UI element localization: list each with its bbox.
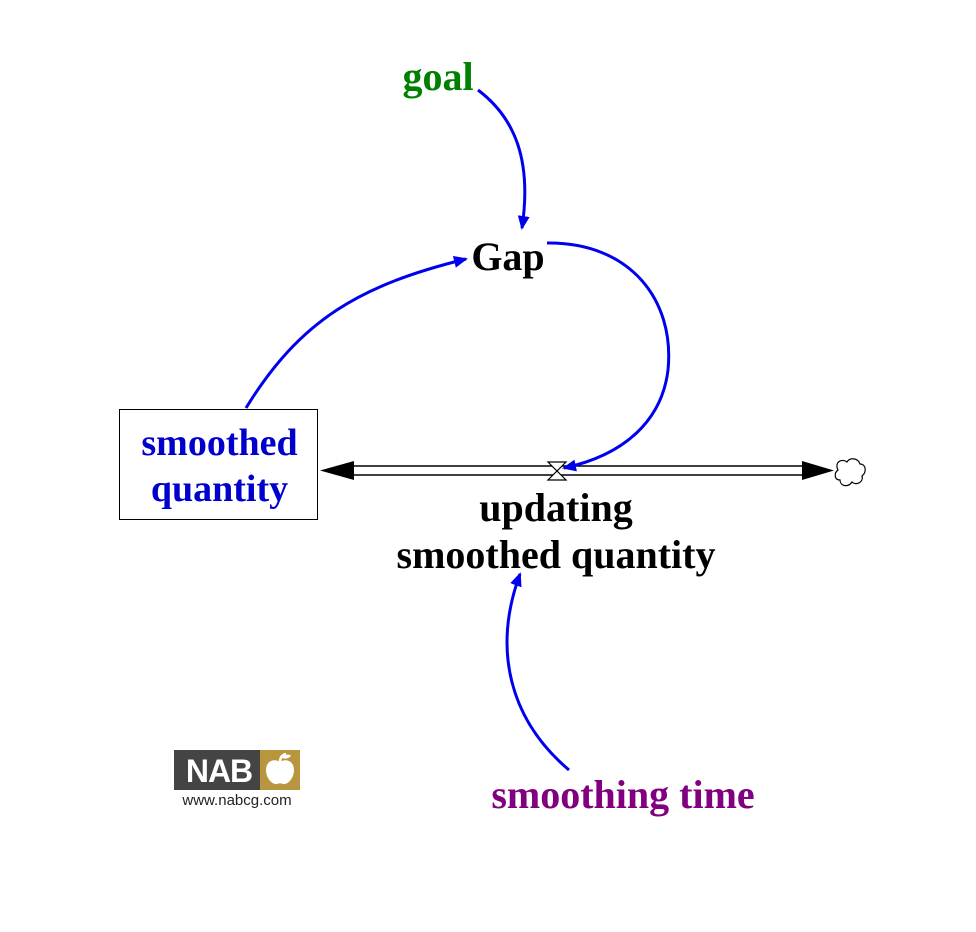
stock-smoothed-quantity: smoothed quantity: [119, 409, 318, 520]
logo-url: www.nabcg.com: [182, 792, 292, 809]
goal-label: goal: [402, 54, 474, 99]
flow-arrowhead-into-stock: [320, 461, 354, 480]
smoothing-time-label: smoothing time: [491, 772, 755, 817]
logo-gold-box: [260, 750, 300, 790]
apple-icon: [266, 752, 294, 785]
smoothing-time-variable: smoothing time: [470, 772, 776, 818]
link-smoothing-time-to-flow: [505, 572, 570, 772]
stock-label: smoothed quantity: [120, 420, 319, 512]
logo-dark-box: [174, 750, 272, 790]
flow-label-line1: updating: [479, 485, 633, 530]
flow-updating-smoothed-quantity: updating smoothed quantity: [366, 484, 746, 578]
gap-variable: Gap: [471, 234, 545, 279]
stock-label-line1: smoothed: [141, 422, 298, 464]
nab-logo: NAB www.nabcg.com: [174, 750, 300, 812]
link-gap-to-flow: [546, 241, 671, 472]
flow-pipe: [340, 465, 812, 476]
valve-icon: [546, 461, 568, 481]
flow-arrowhead-to-cloud: [802, 461, 834, 480]
link-goal-to-gap: [477, 88, 530, 230]
flow-label-line2: smoothed quantity: [396, 532, 716, 577]
link-stock-to-gap: [244, 256, 468, 409]
cloud-icon: [834, 458, 866, 487]
logo-brand-text: NAB: [185, 753, 253, 789]
stock-label-line2: quantity: [150, 468, 289, 510]
goal-variable: goal: [370, 54, 506, 100]
